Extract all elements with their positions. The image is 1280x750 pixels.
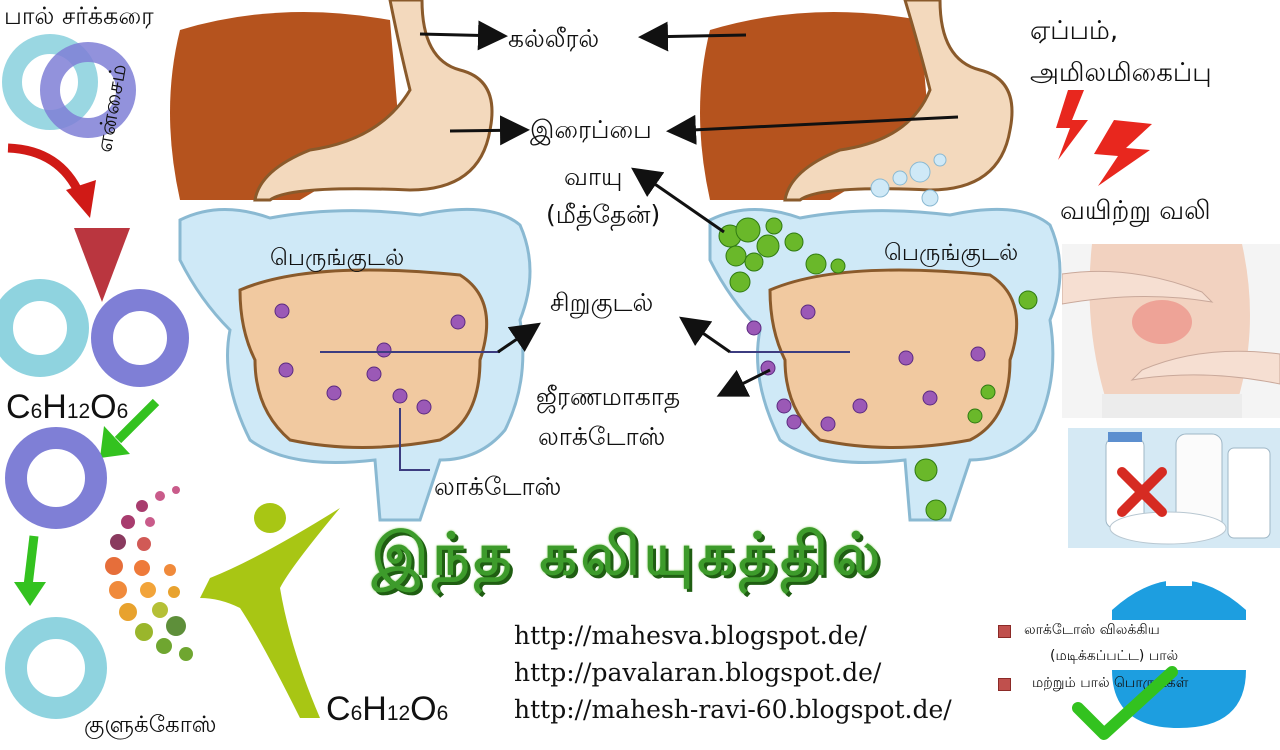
lactose-label-centre: லாக்டோஸ் — [538, 422, 666, 451]
arrow-icon — [449, 115, 530, 146]
lactose-ring-icon — [2, 34, 136, 138]
recommended-item-1-line-1: லாக்டோஸ் விலக்கிய — [1024, 622, 1160, 638]
glucose-formula-left: C6H12O6 — [6, 388, 129, 426]
arrow-icon — [631, 167, 725, 234]
digestive-system-lactose-intolerant — [700, 0, 1062, 522]
large-intestine-label-right: பெருங்குடல் — [884, 240, 1019, 266]
info-badge-icon — [1112, 578, 1246, 728]
arrow-icon — [716, 368, 771, 397]
bullet-icon — [998, 625, 1011, 638]
human-figure-icon — [200, 503, 340, 718]
red-arrow-icon — [7, 143, 85, 197]
lactose-label-bottom: லாக்டோஸ் — [434, 472, 562, 501]
cross-icon — [1117, 467, 1167, 517]
ring-icon — [5, 617, 107, 719]
ring-icon — [91, 289, 189, 387]
check-icon — [1072, 666, 1178, 740]
ring-icon — [5, 427, 107, 529]
stomach-shape — [253, 0, 494, 202]
green-arrow-icon — [14, 535, 46, 606]
gas-label: வாயு — [564, 162, 623, 191]
milk-products-photo — [1068, 428, 1280, 548]
enzyme-triangle-icon — [74, 228, 130, 302]
acidity-label: அமிலமிகைப்பு — [1030, 58, 1212, 88]
url-3[interactable]: http://mahesh-ravi-60.blogspot.de/ — [514, 695, 952, 724]
arrow-icon — [419, 20, 508, 51]
url-1[interactable]: http://mahesva.blogspot.de/ — [514, 621, 867, 650]
recommended-item-1-line-2: (மடிக்கப்பட்ட) பால் — [1050, 648, 1179, 664]
small-intestine-label: சிறுகுடல் — [550, 288, 654, 317]
stomach-pain-photo — [1062, 244, 1280, 418]
arrow-icon — [666, 114, 959, 145]
url-2[interactable]: http://pavalaran.blogspot.de/ — [514, 658, 882, 687]
lactose-rings-diagram — [0, 34, 189, 719]
stomach-shape — [783, 0, 1014, 202]
milk-sugar-label: பால் சர்க்கரை — [4, 2, 154, 30]
ring-icon — [0, 279, 89, 377]
burping-label: ஏப்பம், — [1030, 16, 1119, 46]
dotted-swirl-icon — [105, 486, 193, 661]
logo-figure — [105, 486, 340, 718]
bullet-icon — [998, 678, 1011, 691]
large-intestine-label-left: பெருங்குடல் — [270, 245, 405, 271]
undigested-label: ஜீரணமாகாத — [536, 382, 681, 411]
bile-label: கல்லீரல் — [508, 24, 600, 53]
lightning-icon — [1056, 90, 1152, 186]
page-title: இந்த கலியுகத்தில் — [372, 520, 885, 588]
stomach-label: இரைப்பை — [530, 115, 652, 144]
small-intestine-shape — [768, 268, 1019, 449]
glucose-label: குளுக்கோஸ் — [84, 712, 217, 738]
arrow-icon — [497, 322, 541, 354]
glucose-formula-right: C6H12O6 — [326, 690, 449, 728]
green-arrow-icon — [100, 398, 160, 458]
digestive-system-normal — [170, 0, 532, 522]
arrow-icon — [679, 316, 731, 354]
arrow-icon — [638, 21, 747, 52]
methane-label: (மீத்தேன்) — [546, 200, 661, 229]
gas-bubbles — [718, 217, 1038, 521]
stomach-pain-label: வயிற்று வலி — [1060, 196, 1211, 226]
